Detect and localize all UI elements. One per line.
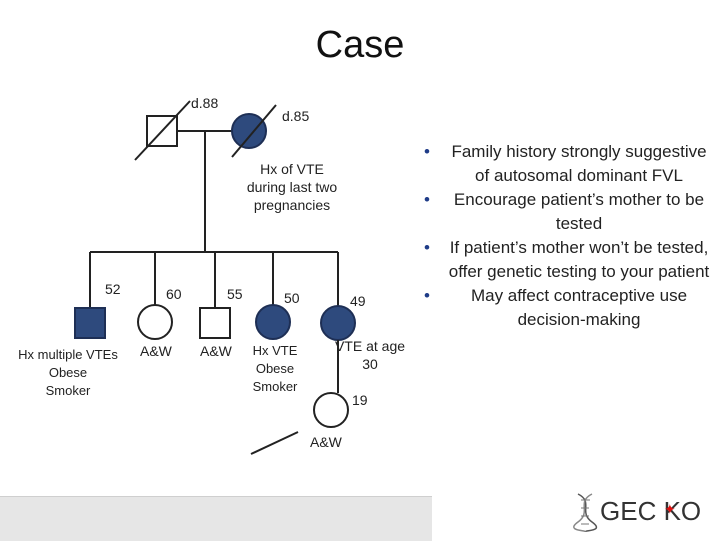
dna-helix-icon [573,493,598,532]
proband-arrow [250,431,299,455]
aunt2-age: 50 [284,290,300,306]
patient-age: 19 [352,392,368,408]
uncle-age: 52 [105,281,121,297]
grandfather-label: d.88 [191,95,219,111]
grandmother-circle [231,113,267,149]
aunt2-note: Hx VTE Obese Smoker [252,343,298,394]
bullet-item: May affect contraceptive use decision-ma… [420,284,710,332]
bullet-item: Encourage patient’s mother to be tested [420,188,710,236]
father-note: A&W [200,343,232,359]
patient-note: A&W [310,434,342,450]
grandfather-deceased-slash [134,100,191,161]
mother-note: VTE at age 30 [334,338,406,372]
father-age: 55 [227,286,243,302]
uncle-square [74,307,106,339]
footer-bar [0,496,432,541]
patient-circle [313,392,349,428]
mother-age: 49 [350,293,366,309]
slide-title: Case [315,24,405,66]
aunt-circle [137,304,173,340]
aunt-age: 60 [166,286,182,302]
bullet-item: If patient’s mother won’t be tested, off… [420,236,710,284]
bullet-item: Family history strongly suggestive of au… [420,140,710,188]
father-square [199,307,231,339]
mother-circle [320,305,356,341]
grandmother-note: Hx of VTE during last two pregnancies [246,161,338,213]
grandmother-label: d.85 [282,108,310,124]
logo-text: GEC KO [600,496,702,526]
key-points-list: Family history strongly suggestive of au… [420,140,710,332]
leaf-icon: ✦ [664,501,676,517]
grandmother-deceased-slash [231,104,277,158]
aunt2-circle [255,304,291,340]
aunt-note: A&W [140,343,172,359]
uncle-note: Hx multiple VTEs Obese Smoker [18,347,118,398]
geck-ko-logo: GEC KO ✦ [572,492,702,532]
